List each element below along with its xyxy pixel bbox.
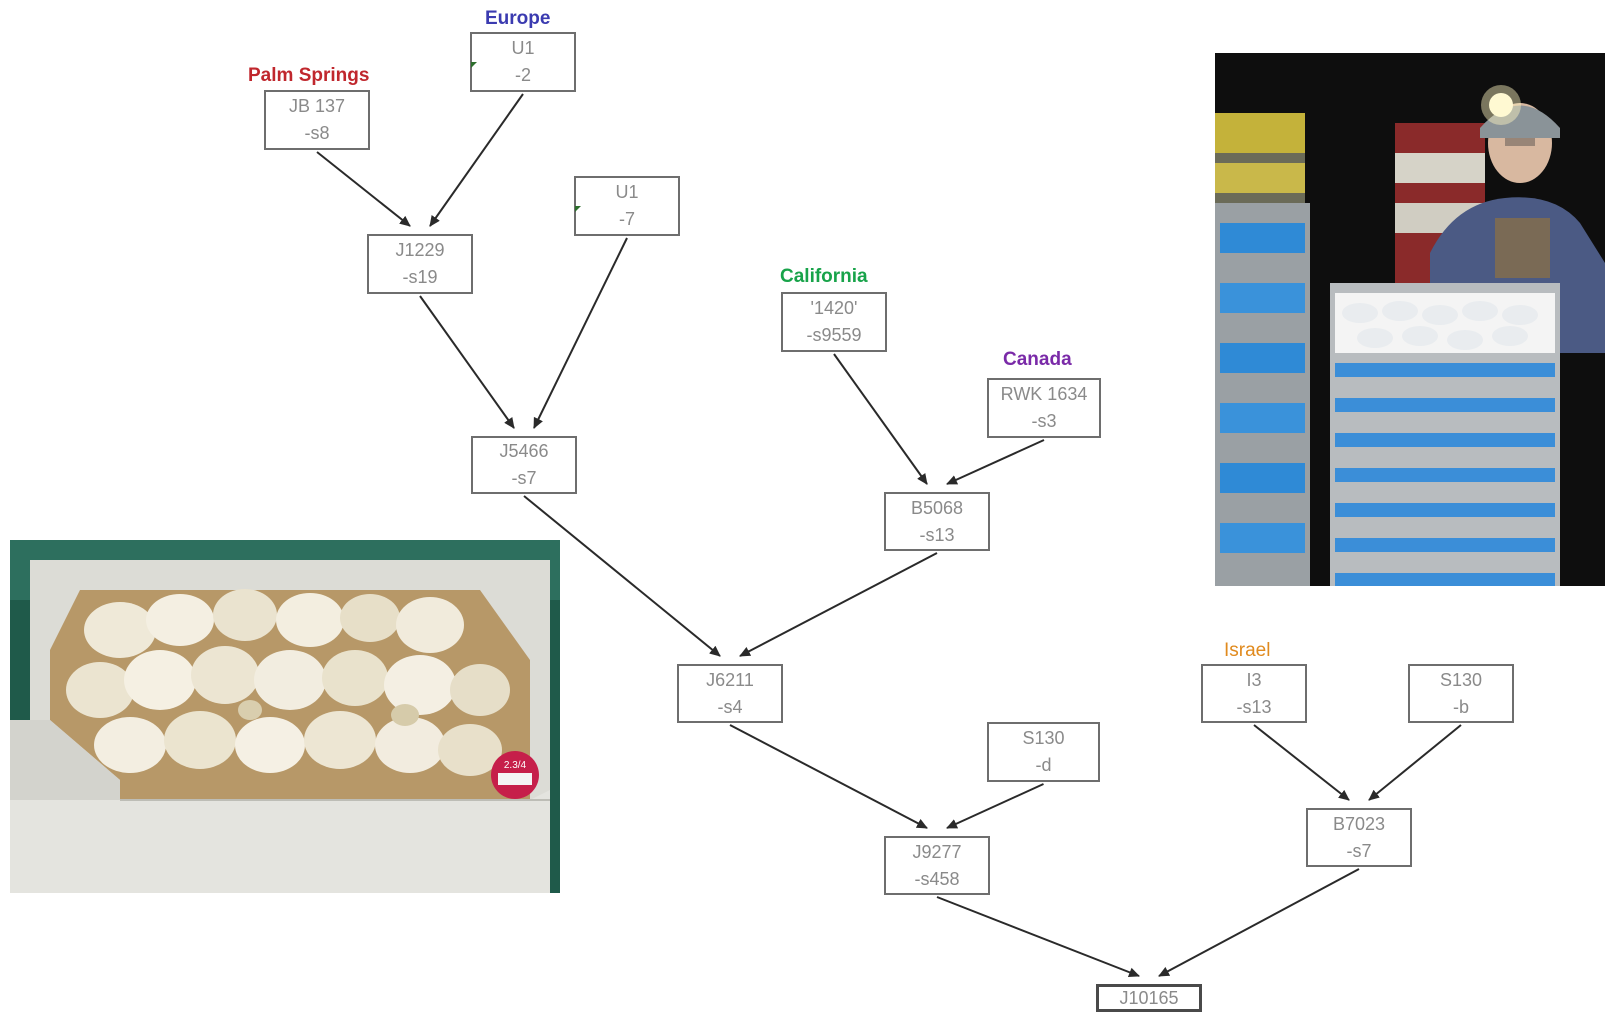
edge-arrow-b7023-to-j10165 (1158, 868, 1360, 977)
region-label-canada: Canada (1003, 349, 1072, 370)
origin-marker-icon (471, 62, 477, 68)
region-label-palm-springs: Palm Springs (248, 65, 370, 86)
node-label: U1 (511, 38, 535, 58)
node-j10165[interactable]: J10165 (1096, 984, 1202, 1012)
node-j6211[interactable]: J6211 -s4 (677, 664, 783, 723)
node-label: J10165 (1119, 987, 1179, 1008)
edge-arrow-jb137-to-j1229 (316, 151, 411, 227)
edge-arrow-u1_7-to-j5466 (533, 237, 628, 429)
node-sublabel: -s9559 (806, 325, 862, 345)
node-sublabel: -s19 (402, 267, 438, 287)
edge-arrow-i3-to-b7023 (1253, 724, 1350, 801)
node-1420[interactable]: '1420' -s9559 (781, 292, 887, 352)
node-label: B5068 (910, 497, 964, 518)
origin-marker-icon (575, 206, 581, 212)
front-crate-stack (1330, 283, 1560, 586)
node-j1229[interactable]: J1229 -s19 (367, 234, 473, 294)
node-label: J5466 (499, 441, 549, 461)
node-sublabel: -7 (618, 209, 635, 229)
node-sublabel: -s13 (1236, 696, 1272, 717)
node-j9277[interactable]: J9277 -s458 (884, 836, 990, 895)
edge-arrow-s130d-to-j9277 (946, 783, 1044, 829)
node-s130-d[interactable]: S130 -d (987, 722, 1100, 782)
node-s130-b[interactable]: S130 -b (1408, 664, 1514, 723)
edge-arrow-u1_2-to-j1229 (429, 93, 524, 227)
node-sublabel: -b (1452, 696, 1469, 717)
edge-arrow-j6211-to-j9277 (729, 724, 928, 829)
node-label: S130 (1022, 728, 1065, 748)
node-sublabel: -s7 (511, 468, 537, 488)
node-sublabel: -2 (514, 65, 531, 85)
node-label: JB 137 (288, 96, 346, 116)
node-b7023[interactable]: B7023 -s7 (1306, 808, 1412, 867)
edge-group (316, 93, 1462, 978)
edge-arrow-s130b-to-b7023 (1368, 724, 1462, 801)
region-label-europe: Europe (485, 8, 551, 29)
node-u1-7[interactable]: U1 -7 (574, 176, 680, 236)
node-label: J9277 (912, 841, 962, 862)
node-label: I3 (1246, 669, 1262, 690)
node-label: '1420' (810, 298, 858, 318)
mushroom-box-photo: 2.3/4 (10, 540, 560, 893)
node-jb137[interactable]: JB 137 -s8 (264, 90, 370, 150)
node-sublabel: -s4 (717, 696, 743, 717)
edge-arrow-j5466-to-j6211 (523, 495, 721, 657)
node-j5466[interactable]: J5466 -s7 (471, 436, 577, 494)
node-label: U1 (615, 182, 639, 202)
node-label: B7023 (1332, 813, 1386, 834)
mushroom-cluster (66, 589, 510, 776)
node-sublabel: -s7 (1346, 840, 1372, 861)
node-label: S130 (1439, 669, 1483, 690)
left-crate-stack (1215, 203, 1310, 586)
edge-arrow-rwk1634-to-b5068 (946, 439, 1045, 485)
region-label-israel: Israel (1224, 640, 1271, 661)
node-label: J1229 (395, 240, 445, 260)
region-label-california: California (780, 266, 868, 287)
node-rwk1634[interactable]: RWK 1634 -s3 (987, 378, 1101, 438)
sticker-text: 2.3/4 (504, 760, 527, 771)
edge-arrow-j1229-to-j5466 (419, 295, 515, 429)
node-label: J6211 (706, 669, 754, 690)
node-label: RWK 1634 (1000, 384, 1088, 404)
worker-photo (1215, 53, 1605, 586)
node-b5068[interactable]: B5068 -s13 (884, 492, 990, 551)
node-sublabel: -s3 (1031, 411, 1057, 431)
node-sublabel: -d (1035, 755, 1052, 775)
node-i3[interactable]: I3 -s13 (1201, 664, 1307, 723)
node-sublabel: -s8 (304, 123, 330, 143)
node-sublabel: -s458 (914, 868, 960, 889)
edge-arrow-j9277-to-j10165 (936, 896, 1140, 978)
edge-arrow-b5068-to-j6211 (739, 552, 938, 657)
edge-arrow-c1420-to-b5068 (833, 353, 928, 485)
node-sublabel: -s13 (919, 524, 955, 545)
node-u1-2[interactable]: U1 -2 (470, 32, 576, 92)
